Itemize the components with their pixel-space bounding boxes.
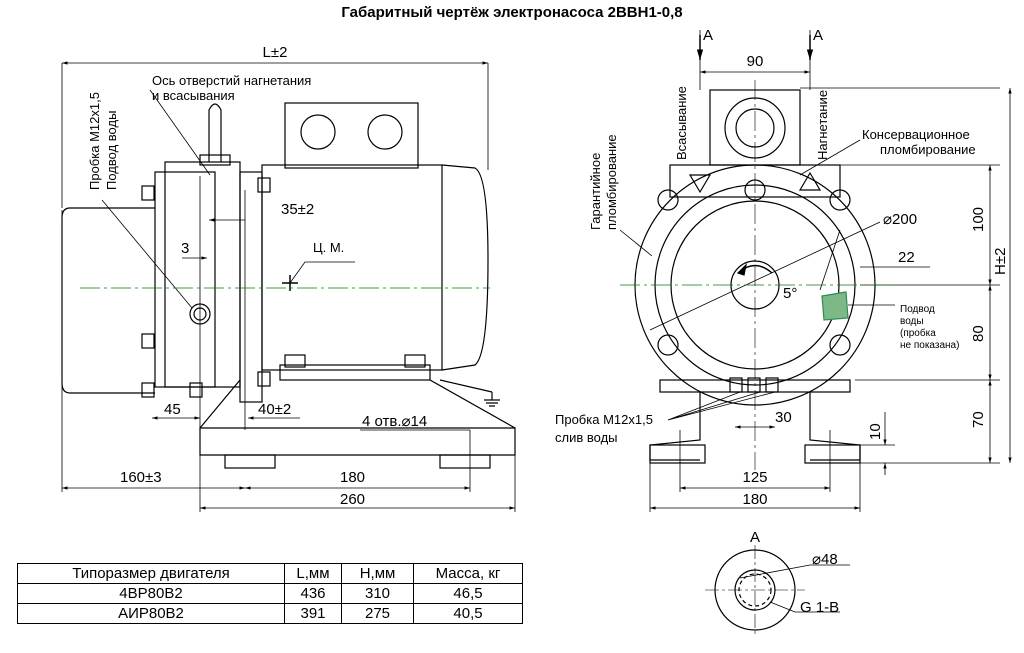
holes-label: 4 отв.⌀14 (362, 413, 427, 430)
motor-fan-cover (441, 164, 489, 371)
dim-L: L±2 (263, 44, 288, 61)
axis-label-1: Ось отверстий нагнетания (152, 73, 311, 88)
base-plate (199, 427, 516, 456)
water-in-1: Подвод (900, 304, 935, 315)
table-cell: 4ВР80В2 (17, 583, 285, 604)
table-cell: 46,5 (413, 583, 523, 604)
pump-cover (239, 171, 263, 403)
dim-35: 35±2 (281, 201, 314, 218)
motor-end-cap (61, 207, 155, 394)
dim-10: 10 (867, 423, 884, 440)
dim-100: 100 (970, 207, 987, 232)
terminal-box (284, 102, 419, 169)
axis-label-2: и всасывания (152, 88, 235, 103)
dim-80: 80 (970, 325, 987, 342)
col-header: L,мм (284, 563, 342, 584)
section-a-left-label: A (703, 27, 713, 44)
col-header: Типоразмер двигателя (17, 563, 285, 584)
section-a-view (705, 545, 850, 635)
table-cell: 310 (341, 583, 414, 604)
table-cell: 40,5 (413, 603, 523, 624)
dim-180b: 180 (742, 491, 767, 508)
motor-body (261, 164, 443, 371)
plug-label-1: Пробка М12х1,5 (87, 92, 102, 190)
dim-H: H±2 (992, 248, 1009, 275)
section-a-label: A (750, 529, 760, 546)
side-view (61, 61, 516, 512)
thread-label: G 1-B (800, 599, 839, 616)
conservation-label-2: пломбирование (880, 142, 976, 157)
suction-label: Всасывание (674, 86, 689, 160)
drain-label-1: Пробка М12х1,5 (555, 412, 653, 427)
dim-40: 40±2 (258, 401, 291, 418)
dim-45: 45 (164, 401, 181, 418)
dim-30: 30 (775, 409, 792, 426)
dim-90: 90 (747, 53, 764, 70)
table-cell: 391 (284, 603, 342, 624)
col-header: H,мм (341, 563, 414, 584)
table-row: АИР80В2 391 275 40,5 (17, 603, 523, 624)
dim-160: 160±3 (120, 469, 162, 486)
pump-body (154, 171, 216, 388)
warranty-label-1: Гарантийное (588, 153, 603, 230)
specs-table: Типоразмер двигателя L,мм H,мм Масса, кг… (17, 563, 523, 624)
dim-125: 125 (742, 469, 767, 486)
dim-22: 22 (898, 249, 915, 266)
warranty-label-2: пломбирование (604, 134, 619, 230)
table-cell: 436 (284, 583, 342, 604)
drain-label-2: слив воды (555, 430, 618, 445)
conservation-label-1: Консервационное (862, 127, 970, 142)
dim-260: 260 (340, 491, 365, 508)
pump-flange (164, 161, 241, 388)
table-header-row: Типоразмер двигателя L,мм H,мм Масса, кг (17, 563, 523, 584)
dim-5deg: 5° (783, 285, 797, 302)
dim-180: 180 (340, 469, 365, 486)
drawing-title: Габаритный чертёж электронасоса 2ВВН1-0,… (341, 4, 683, 21)
plug-label-2: Подвод воды (104, 111, 119, 190)
dim-70: 70 (970, 411, 987, 428)
table-cell: 275 (341, 603, 414, 624)
dim-d48: ⌀48 (812, 551, 838, 568)
dim-d200: ⌀200 (883, 211, 917, 228)
section-a-right-label: A (813, 27, 823, 44)
water-in-4: не показана) (900, 340, 959, 351)
dim-3: 3 (181, 240, 189, 257)
water-in-2: воды (900, 316, 924, 327)
table-cell: АИР80В2 (17, 603, 285, 624)
col-header: Масса, кг (413, 563, 523, 584)
cm-label: Ц. М. (313, 240, 344, 255)
suction-pipe (208, 103, 222, 162)
table-row: 4ВР80В2 436 310 46,5 (17, 583, 523, 604)
discharge-label: Нагнетание (815, 90, 830, 160)
water-in-3: (пробка (900, 327, 936, 339)
